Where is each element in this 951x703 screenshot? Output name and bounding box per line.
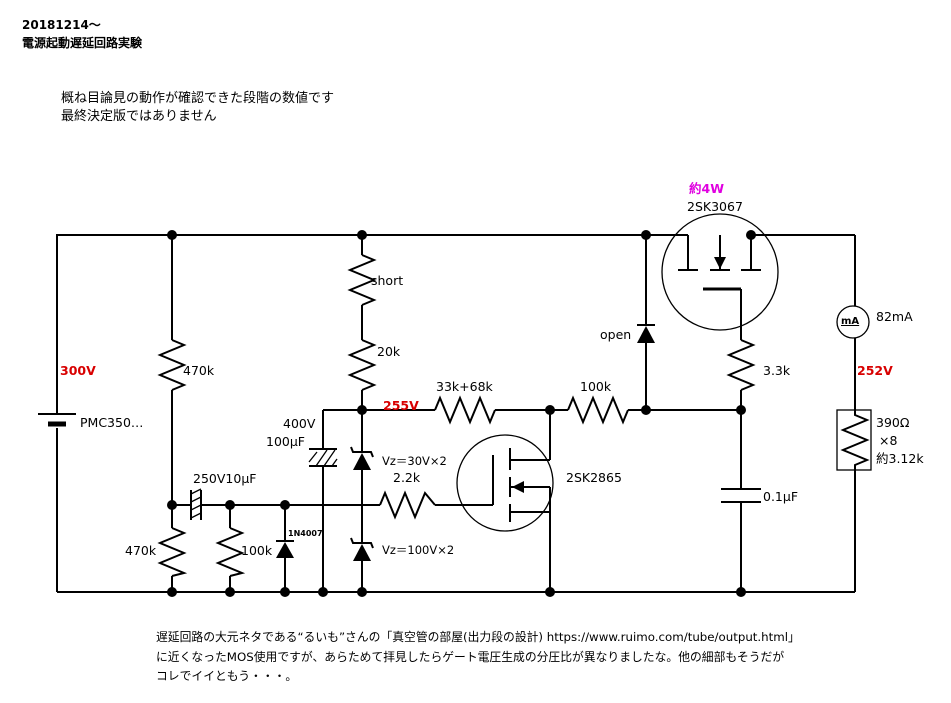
zener-100v <box>350 537 374 561</box>
load-count-label: ×8 <box>879 433 898 448</box>
load-r-label: 390Ω <box>876 415 910 430</box>
resistor-100k-right <box>567 395 629 425</box>
date-heading: 20181214～ <box>22 18 101 32</box>
load-total-label: 約3.12k <box>876 451 924 466</box>
node-255v-label: 255V <box>383 398 419 413</box>
capacitor-400v-100uf <box>308 448 338 467</box>
mosfet-2sk2865 <box>456 434 554 532</box>
resistor-20k <box>347 339 377 391</box>
mosfet-2sk3067 <box>658 213 779 331</box>
r-3-3k-label: 3.3k <box>763 363 791 378</box>
cap-100uf-label: 100μF <box>266 434 306 449</box>
note-line-2: 最終決定版ではありません <box>61 109 217 124</box>
footer-line-3: コレでイイともう・・・。 <box>156 669 298 683</box>
r-100k-gate-label: 100k <box>241 543 273 558</box>
r-short-label: short <box>371 273 404 288</box>
diode-1n4007-label: 1N4007 <box>288 529 323 538</box>
r-470k-bottom-label: 470k <box>125 543 157 558</box>
battery-symbol <box>38 413 76 427</box>
diode-open-label: open <box>600 327 632 342</box>
top-rail-left <box>56 234 658 414</box>
cap-250v-label: 250V10μF <box>193 471 257 486</box>
r-470k-top-label: 470k <box>183 363 215 378</box>
r-33k-68k-label: 33k+68k <box>436 379 493 394</box>
resistor-33k-68k <box>434 395 496 425</box>
cap-0-1uf-label: 0.1μF <box>763 489 799 504</box>
footer-line-1: 遅延回路の大元ネタである“るいも”さんの「真空管の部屋(出力段の設計) http… <box>156 630 800 644</box>
supply-voltage-label: 300V <box>60 363 96 378</box>
page-title: 電源起動遅延回路実験 <box>22 36 143 50</box>
r-2-2k-label: 2.2k <box>393 470 421 485</box>
power-4w-label: 約4W <box>689 181 724 196</box>
zener-30v-label: Vz＝30V×2 <box>382 454 447 468</box>
footer-line-2: に近くなったMOS使用ですが、あらためて拝見したらゲート電圧生成の分圧比が異なり… <box>156 650 785 664</box>
diode-1n4007 <box>276 540 294 558</box>
cap-400v-label: 400V <box>283 416 316 431</box>
r-20k-label: 20k <box>377 344 401 359</box>
ammeter-unit-label: mA <box>841 316 860 327</box>
zener-30v <box>350 446 374 470</box>
capacitor-250v <box>190 488 202 520</box>
resistor-470k-top <box>157 339 187 391</box>
load-resistor <box>840 410 870 470</box>
note-line-1: 概ね目論見の動作が確認できた段階の数値です <box>61 91 335 106</box>
resistor-2-2k <box>379 490 436 520</box>
zener-100v-label: Vz＝100V×2 <box>382 543 455 557</box>
resistor-short <box>347 254 377 306</box>
ammeter-reading-label: 82mA <box>876 309 913 324</box>
r-100k-right-label: 100k <box>580 379 612 394</box>
mos-2sk3067-label: 2SK3067 <box>687 199 743 214</box>
mos-2sk2865-label: 2SK2865 <box>566 470 622 485</box>
resistor-100k-gate <box>215 527 246 577</box>
node-252v-label: 252V <box>857 363 893 378</box>
junction-dots <box>167 230 756 597</box>
resistor-3-3k <box>726 339 756 391</box>
ammeter-symbol <box>836 305 870 339</box>
diode-open <box>637 324 655 343</box>
resistor-470k-bottom <box>157 527 188 577</box>
capacitor-0-1uf <box>721 488 761 503</box>
supply-name-label: PMC350… <box>80 415 144 430</box>
